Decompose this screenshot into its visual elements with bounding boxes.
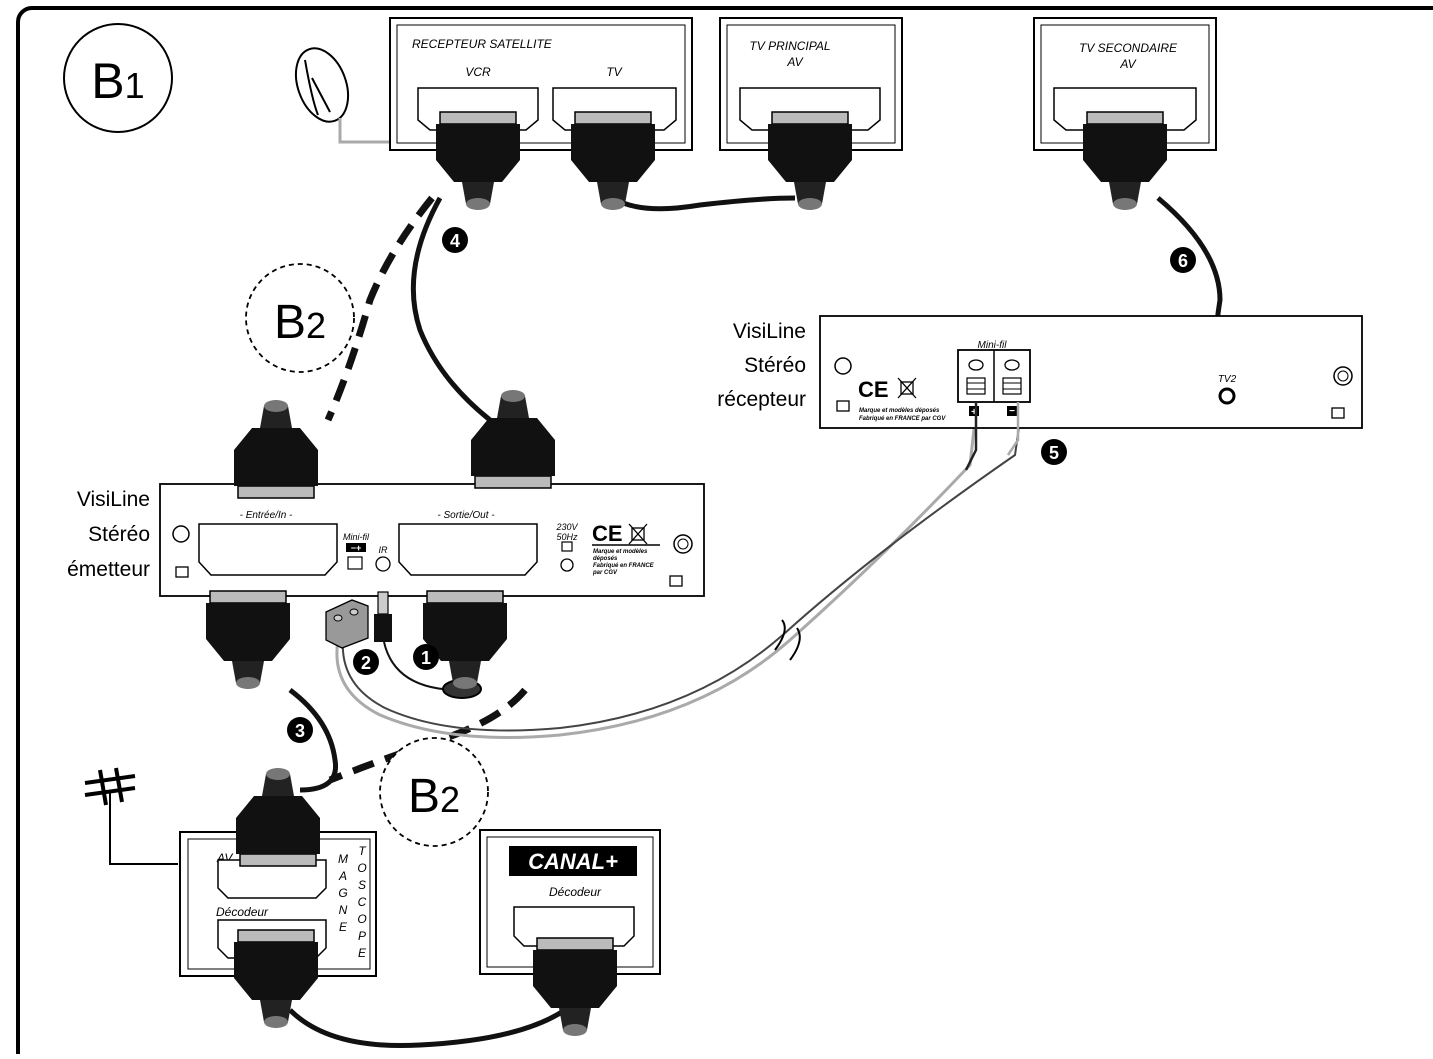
receiver-name-1: VisiLine (733, 320, 806, 343)
svg-text:3: 3 (295, 721, 305, 741)
tv-secondaire-av: AV (1119, 57, 1136, 71)
visiline-emitter: VisiLine Stéréo émetteur - Entrée/In - -… (67, 483, 705, 597)
emitter-name-2: Stéréo (88, 523, 150, 546)
receiver-minifil-label: Mini-fil (978, 340, 1008, 351)
ir-jack-icon (374, 591, 392, 642)
svg-text:1: 1 (421, 648, 431, 668)
scart-plug-emitter-out (470, 389, 556, 489)
scart-plug-tv-secondaire (1082, 111, 1168, 211)
receiver-brand-2: Fabriqué en FRANCE par CGV (859, 416, 946, 422)
canal-logo (509, 846, 637, 876)
weee-icon (628, 523, 648, 545)
tv-port-label: TV (606, 65, 622, 79)
cable-5-grey (335, 419, 977, 739)
svg-text:E: E (358, 946, 367, 960)
svg-text:B2: B2 (274, 296, 326, 349)
emitter-power-2: 50Hz (556, 532, 578, 542)
step-2-marker: 2 (353, 649, 379, 675)
cable-3 (288, 688, 339, 793)
step-4-marker: 4 (442, 227, 468, 253)
svg-text:E: E (339, 920, 348, 934)
receiver-minus: − (1009, 406, 1015, 417)
satellite-dish-icon (294, 47, 390, 144)
svg-text:T: T (358, 844, 367, 858)
vcr-decoder-label: Décodeur (216, 905, 269, 919)
diagram-frame (16, 6, 1433, 1059)
scart-plug-emitter-in (233, 399, 319, 499)
step-5-marker: 5 (1041, 439, 1067, 465)
vcr-port-label: VCR (465, 65, 491, 79)
receiver-name-2: Stéréo (744, 354, 806, 377)
svg-text:4: 4 (450, 231, 460, 251)
receiver-name-3: récepteur (717, 388, 806, 411)
svg-text:P: P (358, 929, 366, 943)
scart-plug-sat-vcr (435, 111, 521, 211)
b1-badge: B1 (63, 23, 173, 133)
emitter-in-label: - Entrée/In - (240, 510, 293, 521)
scart-plug-emitter-bottom-in (205, 590, 291, 690)
svg-text:M: M (338, 852, 348, 866)
cable-b2-top (324, 195, 435, 422)
emitter-name-3: émetteur (67, 558, 150, 581)
emitter-name-1: VisiLine (77, 488, 150, 511)
tv-principal-title: TV PRINCIPAL (749, 39, 830, 53)
visiline-receiver: VisiLine Stéréo récepteur CE Marque et m… (717, 315, 1363, 429)
svg-text:6: 6 (1178, 251, 1188, 271)
svg-text:par CGV: par CGV (592, 570, 618, 576)
svg-text:A: A (338, 869, 347, 883)
cable-sat-tv (611, 195, 796, 212)
svg-text:G: G (338, 886, 347, 900)
svg-text:5: 5 (1049, 443, 1059, 463)
emitter-ir-label: IR (379, 545, 389, 555)
scart-plug-vcr-decoder (233, 929, 319, 1029)
svg-text:B2: B2 (408, 770, 460, 823)
tv-secondaire-title: TV SECONDAIRE (1079, 41, 1178, 55)
scart-plug-sat-tv (570, 111, 656, 211)
canal-decoder: CANAL+ Décodeur (479, 829, 661, 975)
sat-receiver-title: RECEPTEUR SATELLITE (412, 37, 553, 51)
scart-plug-vcr-av (235, 767, 321, 867)
cable-b2-bottom (328, 687, 528, 784)
svg-text:déposés: déposés (593, 556, 618, 562)
scart-plug-tv-principal (767, 111, 853, 211)
minifil-connector-icon (325, 599, 369, 649)
receiver-brand-1: Marque et modèles déposés (859, 408, 940, 414)
emitter-minifil-label: Mini-fil (343, 532, 370, 542)
receiver-tv2-label: TV2 (1218, 374, 1237, 385)
scart-plug-emitter-bottom-out (422, 590, 508, 690)
svg-text:C: C (358, 895, 367, 909)
canal-decoder-label: Décodeur (549, 885, 602, 899)
receiver-plus: + (971, 407, 977, 418)
svg-text:−+: −+ (351, 543, 362, 553)
b2-badge-top: B2 (245, 263, 355, 373)
vcr-vertical-label: M A G N E T O S C O P E (338, 844, 367, 960)
svg-text:Marque et modèles: Marque et modèles (593, 549, 648, 555)
cables (288, 195, 1228, 1049)
step-6-marker: 6 (1170, 247, 1196, 273)
ce-mark-emitter: CE (592, 521, 623, 546)
cable-decoder (288, 1007, 567, 1049)
svg-text:2: 2 (361, 653, 371, 673)
svg-text:N: N (339, 903, 348, 917)
ce-mark-receiver: CE (858, 377, 889, 402)
step-3-marker: 3 (287, 717, 313, 743)
cable-4 (410, 196, 492, 422)
weee-icon (897, 377, 917, 399)
svg-text:S: S (358, 878, 366, 892)
svg-text:Fabriqué en FRANCE: Fabriqué en FRANCE (593, 563, 655, 569)
tv-principal-av: AV (786, 55, 803, 69)
svg-text:B1: B1 (91, 53, 144, 109)
step-1-marker: 1 (413, 644, 439, 670)
antenna-icon (84, 767, 178, 865)
b2-badge-bottom: B2 (379, 737, 489, 847)
canal-logo-text: CANAL+ (528, 849, 618, 874)
svg-text:O: O (357, 912, 366, 926)
emitter-power-1: 230V (555, 522, 578, 532)
emitter-out-label: - Sortie/Out - (437, 510, 495, 521)
svg-text:O: O (357, 861, 366, 875)
cable-break-mark (774, 619, 801, 661)
